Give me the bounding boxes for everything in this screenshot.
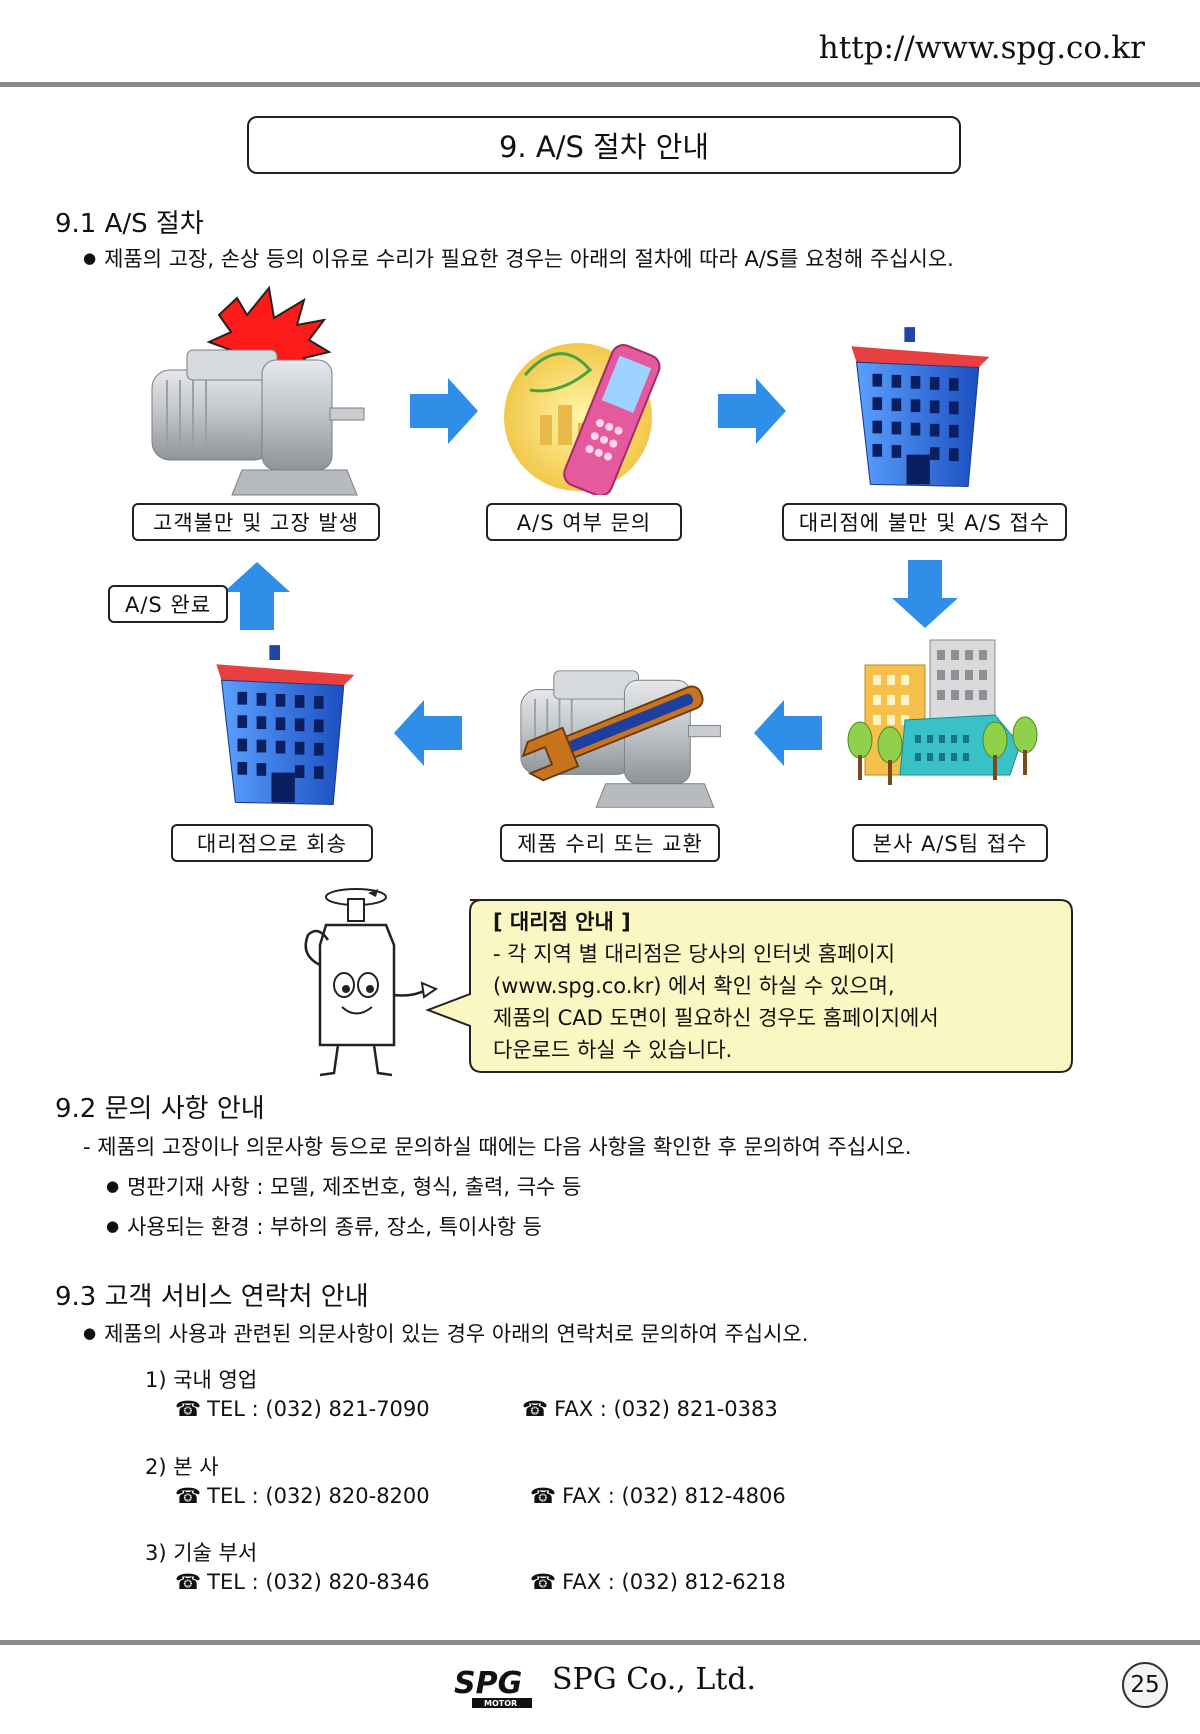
contact-fax: ☎FAX : (032) 812-4806 (530, 1484, 786, 1508)
section-heading-9-3: 9.3 고객 서비스 연락처 안내 (55, 1282, 369, 1312)
arrow-down-icon (892, 560, 958, 628)
flow-label-inquiry: A/S 여부 문의 (486, 503, 682, 541)
agency-building-image (850, 326, 990, 488)
contact-tel[interactable]: ☎TEL : (032) 820-8200 (175, 1484, 430, 1508)
callout-line: (www.spg.co.kr) 에서 확인 하실 수 있으며, (493, 974, 895, 998)
arrow-up-icon (224, 562, 290, 630)
header-rule (0, 82, 1200, 87)
phone-icon: ☎ (522, 1397, 549, 1421)
logo-subtext: MOTOR (484, 1699, 517, 1708)
callout-line: - 각 지역 별 대리점은 당사의 인터넷 홈페이지 (493, 942, 896, 966)
callout-bubble (425, 899, 1073, 1073)
callout-title: [ 대리점 안내 ] (493, 910, 631, 934)
motor-repair-image (519, 669, 722, 809)
contact-tel[interactable]: ☎TEL : (032) 820-8346 (175, 1570, 430, 1594)
contact-fax: ☎FAX : (032) 821-0383 (522, 1397, 778, 1421)
section-heading-9-1: 9.1 A/S 절차 (55, 209, 204, 239)
website-url[interactable]: http://www.spg.co.kr (818, 30, 1145, 66)
company-name: SPG Co., Ltd. (552, 1662, 757, 1697)
s91-bullet: 제품의 고장, 손상 등의 이유로 수리가 필요한 경우는 아래의 절차에 따라… (83, 243, 954, 273)
callout-text: [ 대리점 안내 ] - 각 지역 별 대리점은 당사의 인터넷 홈페이지 (w… (493, 906, 939, 1066)
arrow-right-icon (410, 378, 478, 444)
arrow-left-icon (754, 700, 822, 766)
arrow-left-icon (394, 700, 462, 766)
headquarters-image (847, 639, 1038, 785)
flow-label-agency-receipt: 대리점에 불만 및 A/S 접수 (782, 503, 1067, 541)
flow-label-repair: 제품 수리 또는 교환 (500, 824, 720, 862)
flow-label-complaint: 고객불만 및 고장 발생 (132, 503, 380, 541)
mascot-image (304, 888, 438, 1077)
phone-icon: ☎ (530, 1484, 557, 1508)
phone-icon: ☎ (530, 1570, 557, 1594)
return-building-image (215, 644, 355, 806)
motor-broken-image (151, 285, 365, 496)
spg-logo-icon: SPG MOTOR (454, 1666, 532, 1708)
page-number: 25 (1122, 1662, 1168, 1708)
flow-label-as-complete: A/S 완료 (108, 585, 228, 623)
phone-icon: ☎ (175, 1484, 202, 1508)
flow-label-hq-receipt: 본사 A/S팀 접수 (852, 824, 1048, 862)
flow-label-return: 대리점으로 회송 (171, 824, 373, 862)
s92-item: 명판기재 사항 : 모델, 제조번호, 형식, 출력, 극수 등 (106, 1171, 581, 1201)
page-title: 9. A/S 절차 안내 (247, 116, 961, 174)
s92-item: 사용되는 환경 : 부하의 종류, 장소, 특이사항 등 (106, 1211, 542, 1241)
callout-line: 제품의 CAD 도면이 필요하신 경우도 홈페이지에서 (493, 1006, 939, 1030)
contact-tel[interactable]: ☎TEL : (032) 821-7090 (175, 1397, 430, 1421)
arrow-right-icon (718, 378, 786, 444)
logo-text: SPG (454, 1666, 522, 1701)
callout-line: 다운로드 하실 수 있습니다. (493, 1038, 733, 1062)
s92-intro: - 제품의 고장이나 의문사항 등으로 문의하실 때에는 다음 사항을 확인한 … (83, 1135, 912, 1159)
phone-inquiry-image (504, 343, 661, 495)
s93-bullet: 제품의 사용과 관련된 의문사항이 있는 경우 아래의 연락처로 문의하여 주십… (83, 1318, 808, 1348)
contact-name: 2) 본 사 (145, 1455, 219, 1479)
phone-icon: ☎ (175, 1570, 202, 1594)
footer-rule (0, 1640, 1200, 1645)
contact-name: 1) 국내 영업 (145, 1368, 258, 1392)
phone-icon: ☎ (175, 1397, 202, 1421)
section-heading-9-2: 9.2 문의 사항 안내 (55, 1094, 265, 1124)
contact-name: 3) 기술 부서 (145, 1541, 258, 1565)
contact-fax: ☎FAX : (032) 812-6218 (530, 1570, 786, 1594)
